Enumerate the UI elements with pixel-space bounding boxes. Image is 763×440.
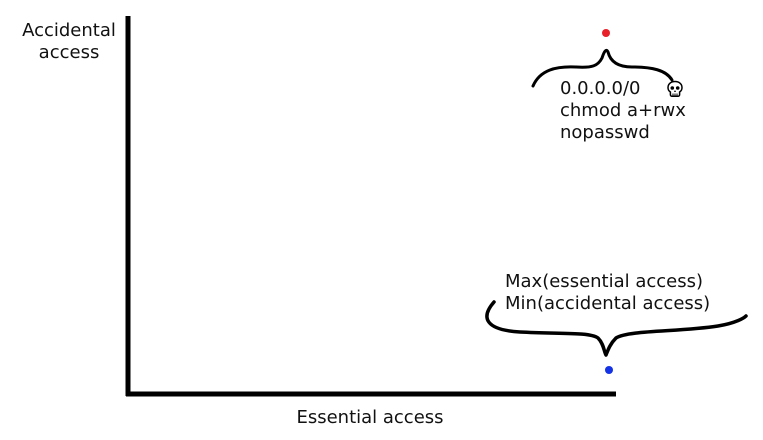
danger-line-cidr: 0.0.0.0/0 [560, 78, 641, 99]
y-axis-title-line2: access [38, 42, 100, 63]
y-axis-title-line1: Accidental [22, 20, 116, 41]
x-axis-title: Essential access [296, 407, 444, 428]
danger-annotation: 0.0.0.0/0 chmod a+rwx nopasswd [560, 78, 686, 144]
goal-annotation: Max(essential access) Min(accidental acc… [505, 271, 710, 315]
skull-icon [667, 80, 683, 98]
bottom-brace [485, 300, 748, 357]
goal-point [605, 366, 613, 374]
goal-line-max: Max(essential access) [505, 271, 704, 292]
goal-line-min: Min(accidental access) [505, 293, 711, 314]
danger-point [602, 29, 610, 37]
danger-line-chmod: chmod a+rwx [560, 100, 686, 121]
danger-line-nopasswd: nopasswd [560, 122, 650, 143]
y-axis-title: Accidental access [14, 20, 124, 64]
top-brace [531, 48, 674, 88]
